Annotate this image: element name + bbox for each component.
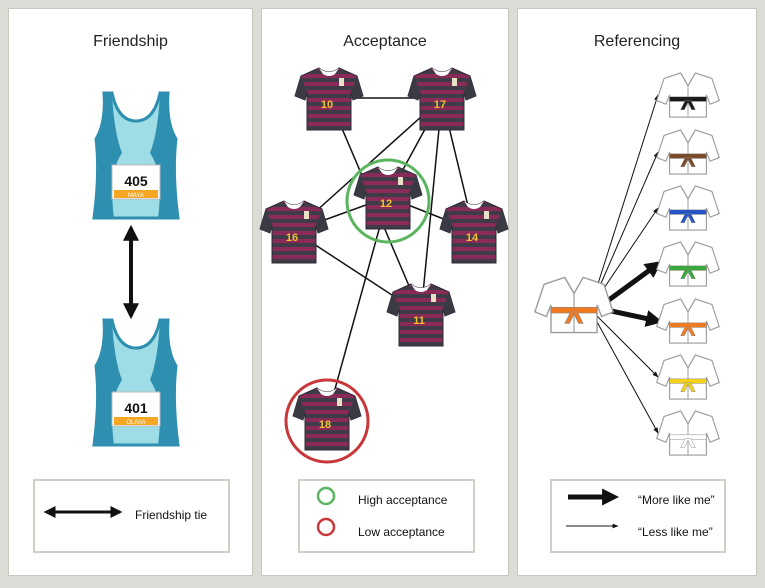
more-like-me-arrow xyxy=(600,260,663,308)
jersey-number: 14 xyxy=(466,232,479,244)
acceptance-legend: High acceptance Low acceptance xyxy=(298,479,475,553)
gi-icon xyxy=(656,241,720,287)
friendship-title: Friendship xyxy=(93,33,168,50)
acceptance-players: 10 17 12 16 14 11 18 xyxy=(259,67,509,451)
less-like-me-arrow xyxy=(595,319,659,434)
referencing-title: Referencing xyxy=(593,33,681,50)
jersey-icon: 14 xyxy=(439,200,509,264)
gi-icon xyxy=(656,129,720,175)
gi-icon xyxy=(656,298,720,344)
jersey-number: 10 xyxy=(321,99,333,111)
jersey-number: 17 xyxy=(434,99,446,111)
jersey-icon: 18 xyxy=(292,387,362,451)
jersey-number: 11 xyxy=(413,315,425,327)
acceptance-panel: Acceptance High acceptance Low acceptanc… xyxy=(261,8,509,576)
jersey-number: 12 xyxy=(380,198,392,210)
acceptance-rings xyxy=(284,158,431,464)
jersey-icon: 17 xyxy=(407,67,477,131)
low-acceptance-ring xyxy=(284,378,370,464)
friendship-tie-label: Friendship tie xyxy=(135,508,208,522)
friendship-panel: Friendship Friendship tie xyxy=(8,8,253,576)
jersey-number: 18 xyxy=(319,419,331,431)
gi-icon xyxy=(656,72,720,118)
jersey-icon: 16 xyxy=(259,200,329,264)
less-like-me-arrow xyxy=(595,207,659,301)
high-acceptance-ring xyxy=(345,158,431,244)
jersey-number: 16 xyxy=(286,232,298,244)
referencing-legend: “More like me” “Less like me” xyxy=(550,479,726,553)
acceptance-tie xyxy=(420,97,443,315)
bib-name: MAYA xyxy=(128,193,144,199)
less-like-me-label: “Less like me” xyxy=(638,525,713,539)
less-like-me-arrow xyxy=(595,151,659,296)
jersey-icon: 12 xyxy=(353,166,423,230)
more-like-me-label: “More like me” xyxy=(638,493,715,507)
jersey-icon: 10 xyxy=(294,67,364,131)
gi-icon xyxy=(656,354,720,400)
bib-number: 405 xyxy=(124,173,148,189)
low-acceptance-label: Low acceptance xyxy=(358,525,445,539)
referencing-arrows xyxy=(595,94,663,434)
bib-number: 401 xyxy=(124,400,148,416)
referencing-gis xyxy=(656,72,720,456)
gi-icon xyxy=(534,276,614,334)
self-gi xyxy=(534,276,614,334)
acceptance-title: Acceptance xyxy=(343,33,427,50)
acceptance-network-edges xyxy=(293,97,475,419)
bib-name: OLIVIA xyxy=(126,420,145,426)
gi-icon xyxy=(656,410,720,456)
low-acceptance-legend-icon xyxy=(316,517,336,537)
high-acceptance-label: High acceptance xyxy=(358,493,448,507)
less-like-me-arrow xyxy=(595,94,659,291)
high-acceptance-legend-icon xyxy=(316,486,336,506)
jersey-icon: 11 xyxy=(386,283,456,347)
gi-icon xyxy=(656,185,720,231)
less-like-me-arrow xyxy=(595,314,659,378)
